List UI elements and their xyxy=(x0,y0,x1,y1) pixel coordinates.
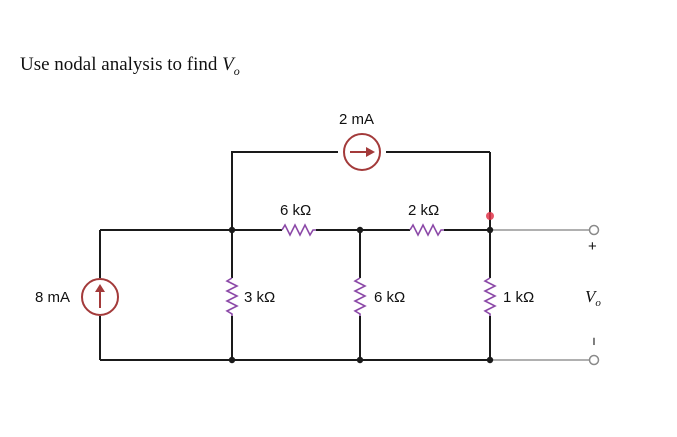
current-source-8ma xyxy=(81,278,119,316)
junction-dot xyxy=(486,356,494,364)
label-2ma: 2 mA xyxy=(339,111,374,128)
output-terminal-bottom xyxy=(588,354,600,366)
problem-variable-subscript: o xyxy=(233,64,240,78)
label-1k: 1 kΩ xyxy=(503,289,534,306)
label-3k: 3 kΩ xyxy=(244,289,275,306)
resistor-3k xyxy=(225,277,239,316)
label-2k-top: 2 kΩ xyxy=(408,202,439,219)
problem-statement: Use nodal analysis to find Vo xyxy=(20,54,240,79)
cursor-marker xyxy=(486,212,494,220)
label-6k-top: 6 kΩ xyxy=(280,202,311,219)
current-source-2ma xyxy=(343,133,381,171)
label-8ma: 8 mA xyxy=(35,289,70,306)
output-leads xyxy=(490,229,590,361)
wires xyxy=(99,151,491,361)
label-6k-mid: 6 kΩ xyxy=(374,289,405,306)
output-vo: Vo xyxy=(585,287,601,309)
problem-text: Use nodal analysis to find xyxy=(20,54,223,75)
output-vo-sub: o xyxy=(595,297,601,309)
junction-dot xyxy=(356,356,364,364)
output-plus: + xyxy=(588,238,597,255)
output-terminal-top xyxy=(588,224,600,236)
junction-dot xyxy=(228,226,236,234)
junction-dot xyxy=(356,226,364,234)
wire-top-loop xyxy=(231,151,338,230)
problem-variable: V xyxy=(222,54,234,75)
resistor-6k-top xyxy=(281,223,316,237)
resistor-2k-top xyxy=(409,223,444,237)
junctions xyxy=(228,226,494,364)
junction-dot xyxy=(486,226,494,234)
output-vo-var: V xyxy=(585,287,598,306)
resistor-1k xyxy=(483,277,497,316)
resistor-6k-mid xyxy=(353,277,367,316)
output-minus: − xyxy=(585,337,602,346)
junction-dot xyxy=(228,356,236,364)
